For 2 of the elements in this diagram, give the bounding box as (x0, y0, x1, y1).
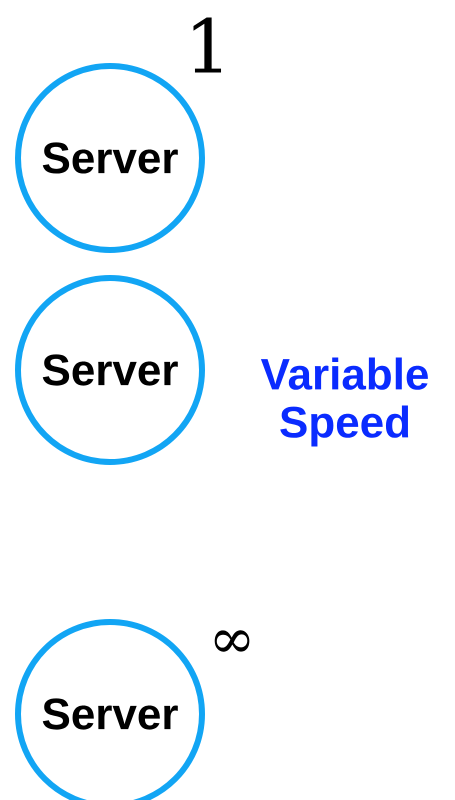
capacity-label: ∞ (214, 630, 250, 652)
speed-label: Variable Speed (260, 357, 428, 446)
